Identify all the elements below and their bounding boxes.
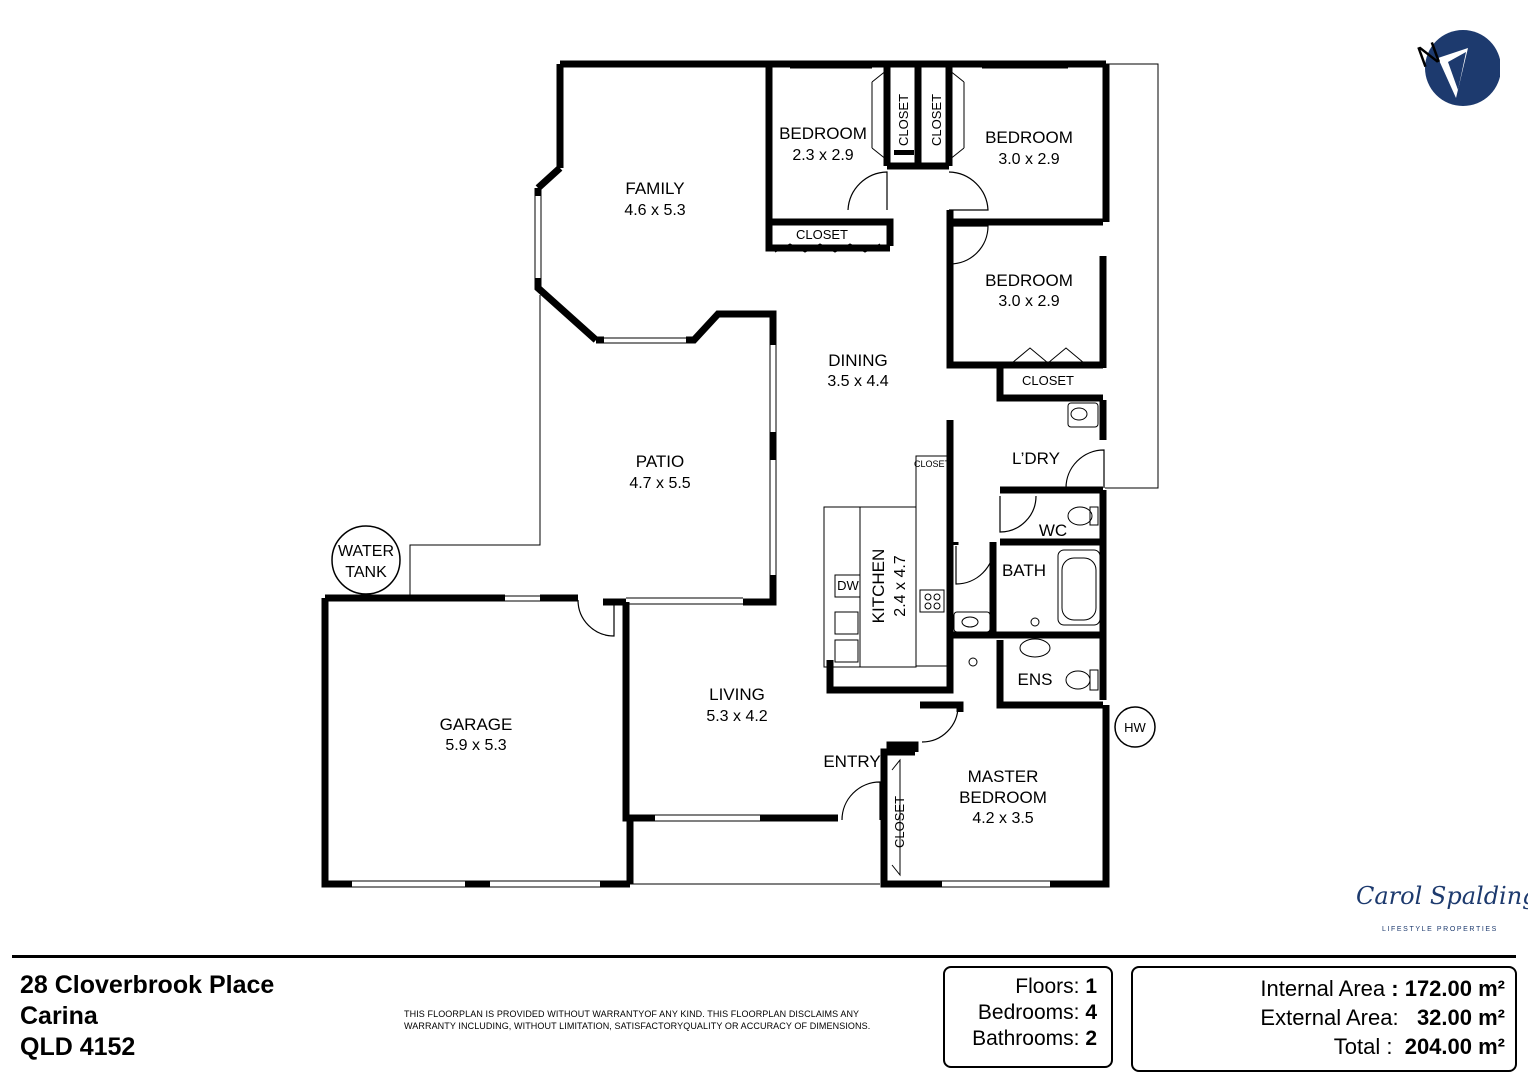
internal-area-label: Internal Area [1260, 976, 1386, 1001]
footer-divider [12, 955, 1516, 958]
room-dining-name: DINING [828, 351, 888, 370]
hot-water-icon [1114, 706, 1156, 748]
bathrooms-label: Bathrooms: [972, 1027, 1080, 1050]
agency-logo: Carol Spalding LIFESTYLE PROPERTIES [1352, 878, 1528, 940]
room-entry-label: ENTRY [823, 752, 880, 771]
total-area-value: 204.00 m² [1404, 1034, 1505, 1059]
closet-label-bed3: CLOSET [1022, 373, 1074, 388]
room-bath-label: BATH [1002, 561, 1046, 580]
room-wc-label: WC [1039, 521, 1067, 540]
room-ensuite-label: ENS [1018, 670, 1053, 689]
room-family-dims: 4.6 x 5.3 [624, 202, 685, 219]
room-master-dims: 4.2 x 3.5 [972, 810, 1033, 827]
internal-area-value: : 172.00 m² [1391, 976, 1505, 1001]
closet-label-hall: CLOSET [796, 227, 848, 242]
room-garage-dims: 5.9 x 5.3 [445, 737, 506, 754]
bedrooms-label: Bedrooms: [977, 1001, 1080, 1024]
address-line1: 28 Cloverbrook Place [20, 971, 275, 999]
floors-label: Floors: [1015, 975, 1080, 998]
closet-label-bed2: CLOSET [929, 94, 944, 146]
room-bedroom3-name: BEDROOM [985, 271, 1073, 290]
room-living-dims: 5.3 x 4.2 [706, 708, 767, 725]
room-master-name2: BEDROOM [959, 788, 1047, 807]
room-bedroom2-dims: 3.0 x 2.9 [998, 151, 1059, 168]
room-laundry-label: L’DRY [1012, 449, 1060, 468]
address-line3: QLD 4152 [20, 1033, 136, 1061]
closet-label-kitchen: CLOSET [914, 459, 951, 469]
room-patio-name: PATIO [636, 452, 685, 471]
water-tank-label-2: TANK [345, 564, 387, 581]
water-tank-label-1: WATER [338, 543, 394, 560]
room-family-name: FAMILY [625, 179, 684, 198]
logo-script: Carol Spalding [1356, 882, 1528, 910]
room-bedroom1-name: BEDROOM [779, 124, 867, 143]
room-living-name: LIVING [709, 685, 765, 704]
property-stats-box: Floors: 1 Bedrooms: 4 Bathrooms: 2 [943, 966, 1113, 1068]
room-kitchen-name: KITCHEN [869, 549, 888, 624]
closet-label-master: CLOSET [892, 796, 907, 848]
total-area-label: Total : [1333, 1034, 1393, 1059]
bathrooms-value: 2 [1085, 1027, 1097, 1050]
external-area-label: External Area: [1260, 1005, 1399, 1030]
dishwasher-label: DW [837, 578, 859, 593]
floor-plan: FAMILY 4.6 x 5.3 BEDROOM 2.3 x 2.9 BEDRO… [321, 60, 1159, 888]
hw-label: HW [1124, 720, 1146, 735]
room-master-name1: MASTER [968, 767, 1039, 786]
room-dining-dims: 3.5 x 4.4 [827, 373, 888, 390]
bedrooms-value: 4 [1085, 1001, 1097, 1024]
north-compass-icon: N [1413, 30, 1500, 106]
room-patio-dims: 4.7 x 5.5 [629, 475, 690, 492]
area-summary-box: Internal Area : 172.00 m² External Area:… [1131, 966, 1517, 1072]
address-line2: Carina [20, 1002, 98, 1030]
room-kitchen-dims: 2.4 x 4.7 [892, 555, 909, 616]
room-garage-name: GARAGE [440, 715, 513, 734]
external-area-value: 32.00 m² [1416, 1005, 1505, 1030]
closet-label-bed1: CLOSET [896, 94, 911, 146]
room-bedroom1-dims: 2.3 x 2.9 [792, 147, 853, 164]
water-tank-icon [331, 525, 401, 595]
property-address: 28 Cloverbrook Place Carina QLD 4152 [20, 970, 274, 1063]
logo-subtitle: LIFESTYLE PROPERTIES [1382, 926, 1498, 933]
floors-value: 1 [1085, 975, 1097, 998]
room-bedroom2-name: BEDROOM [985, 128, 1073, 147]
room-bedroom3-dims: 3.0 x 2.9 [998, 293, 1059, 310]
disclaimer-text: THIS FLOORPLAN IS PROVIDED WITHOUT WARRA… [404, 1009, 871, 1031]
